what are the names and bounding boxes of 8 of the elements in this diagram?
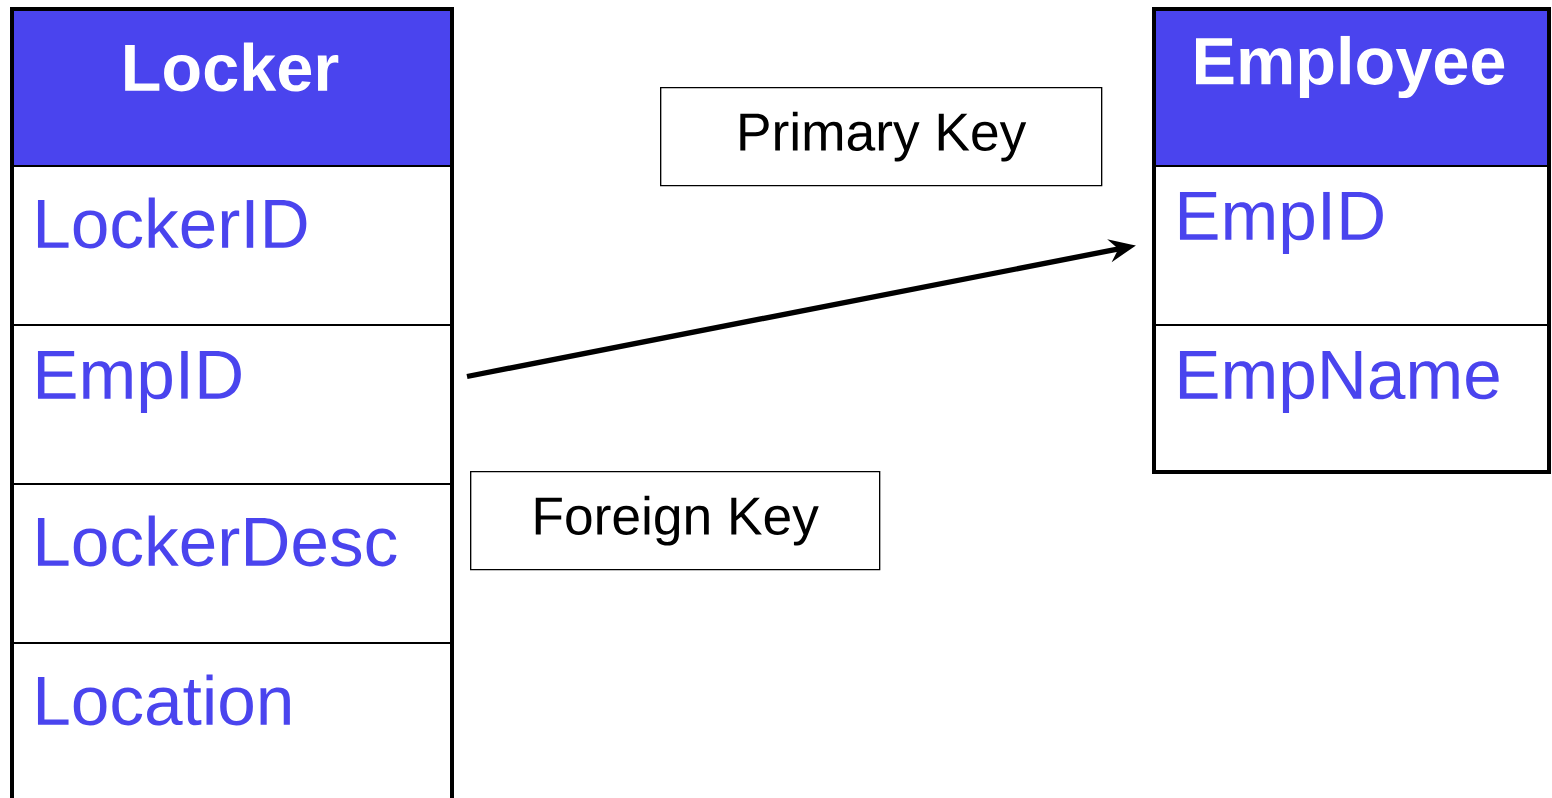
label-box: Foreign Key <box>470 471 881 571</box>
table-row: Location <box>10 642 452 798</box>
table-row: EmpID <box>10 324 452 485</box>
table-row: EmpID <box>1152 165 1549 326</box>
table-row: LockerID <box>10 165 452 326</box>
label-box: Primary Key <box>660 87 1103 187</box>
table-row: LockerDesc <box>10 483 452 644</box>
table-row: EmpName <box>1152 324 1549 472</box>
